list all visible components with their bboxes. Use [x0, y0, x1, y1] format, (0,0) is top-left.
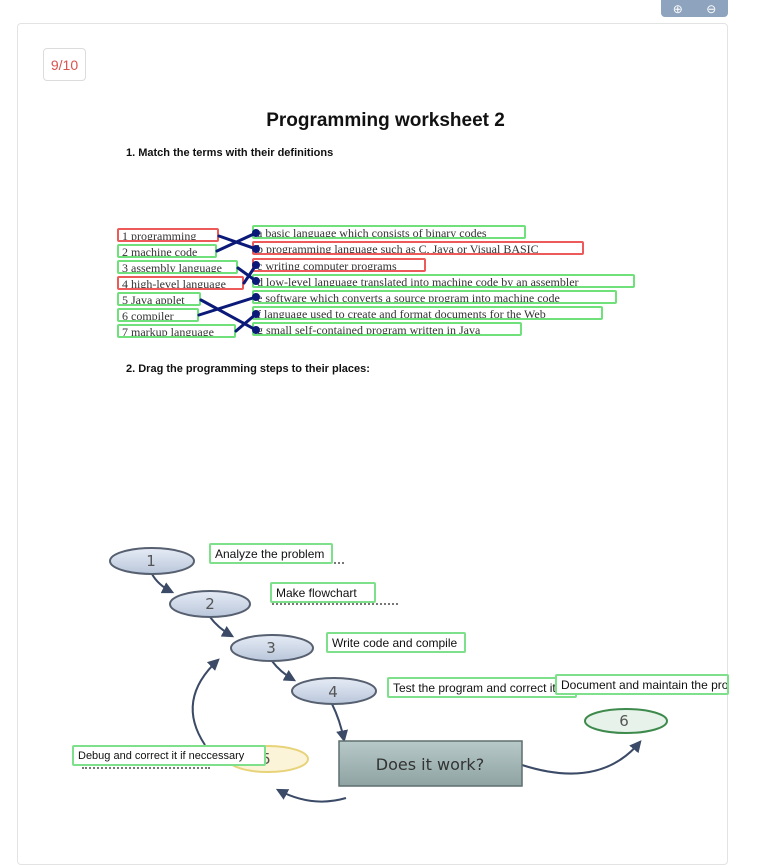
step-number-4: 4 — [328, 683, 338, 701]
flow-arrow-3-4 — [271, 660, 297, 682]
step-number-6: 6 — [619, 712, 629, 730]
flow-arrow-decision-6 — [521, 740, 642, 775]
step-oval-1 — [109, 547, 195, 575]
zoom-in-icon[interactable]: ⊕ — [672, 1, 683, 16]
flow-arrow-4-decision — [331, 703, 348, 743]
flow-arrow-decision-5 — [275, 788, 347, 803]
answer-step-5[interactable]: Debug and correct it if neccessary — [72, 745, 266, 766]
step-oval-6 — [584, 708, 668, 734]
step-number-1: 1 — [146, 552, 156, 570]
answer-placeholder-2 — [272, 603, 398, 605]
decision-label: Does it work? — [376, 755, 484, 774]
step-number-3: 3 — [266, 639, 276, 657]
zoom-toolbar: ⊕ ⊖ — [661, 0, 728, 17]
score-badge: 9/10 — [43, 48, 86, 81]
zoom-out-icon[interactable]: ⊖ — [706, 1, 717, 16]
answer-step-6[interactable]: Document and maintain the program — [555, 674, 729, 695]
step-oval-4 — [291, 677, 377, 705]
flow-arrow-2-3 — [209, 616, 235, 638]
flow-arrow-5-3 — [191, 658, 220, 746]
step-number-5: 5 — [261, 750, 271, 768]
worksheet-title: Programming worksheet 2 — [266, 110, 505, 131]
decision-box — [338, 740, 523, 787]
step-oval-2 — [169, 590, 251, 618]
answer-step-4[interactable]: Test the program and correct it — [387, 677, 577, 698]
answer-step-3[interactable]: Write code and compile — [326, 632, 466, 653]
question-2-label: 2. Drag the programming steps to their p… — [126, 363, 370, 375]
answer-placeholder-1 — [334, 562, 344, 564]
answer-step-1[interactable]: Analyze the problem — [209, 543, 333, 564]
flow-arrow-1-2 — [151, 573, 175, 594]
step-oval-3 — [230, 634, 314, 662]
answer-step-2[interactable]: Make flowchart — [270, 582, 376, 603]
answer-placeholder-6 — [82, 767, 210, 769]
question-1-label: 1. Match the terms with their definition… — [126, 147, 334, 159]
step-number-2: 2 — [205, 595, 215, 613]
